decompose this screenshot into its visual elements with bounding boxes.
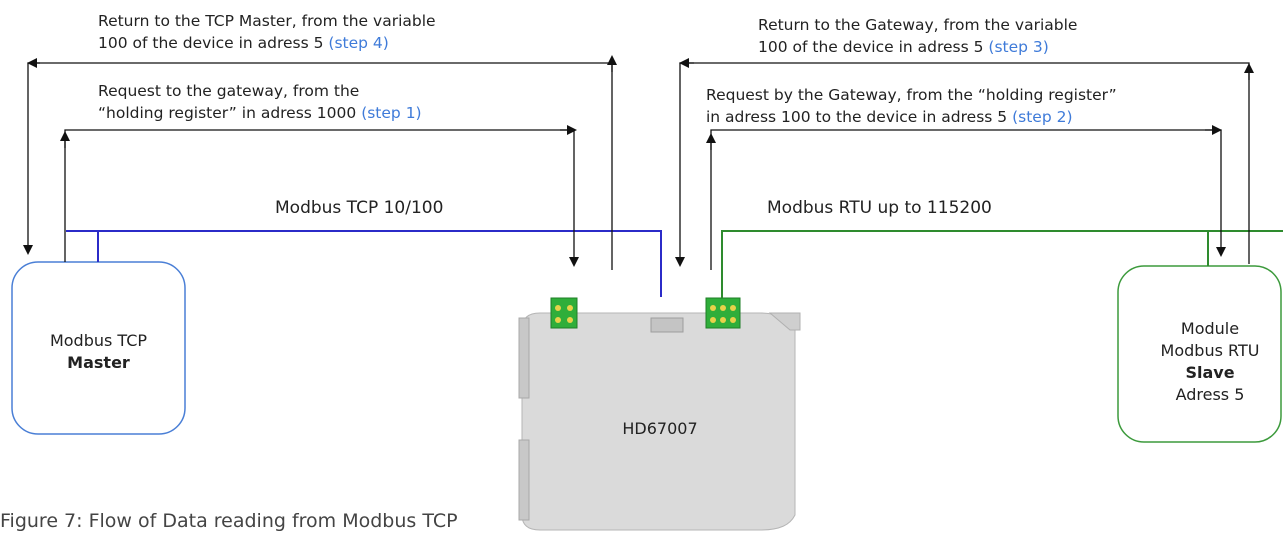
slave-line3: Slave [1185,363,1235,382]
step1-tag: (step 1) [361,104,422,122]
master-line1: Modbus TCP [49,331,148,350]
rtu-bus-label: Modbus RTU up to 115200 [767,198,992,218]
gateway-device [518,297,801,531]
figure-caption: Figure 7: Flow of Data reading from Modb… [0,510,458,532]
request-by-gateway-line1: Request by the Gateway, from the “holdin… [706,86,1117,104]
return-master-label: Return to the TCP Master, from the varia… [98,10,436,54]
step3-tag: (step 3) [988,38,1049,56]
rtu-bus-line [721,230,1283,298]
return-master-line1: Return to the TCP Master, from the varia… [98,12,436,30]
step4-arrow [23,62,613,270]
request-gateway-line2: “holding register” in adress 1000 [98,104,357,122]
slave-label: Module Modbus RTU Slave Adress 5 [1140,318,1280,406]
request-gateway-label: Request to the gateway, from the “holdin… [98,80,422,124]
master-line2: Master [67,353,130,372]
rtu-terminal-icon [705,297,741,329]
request-by-gateway-label: Request by the Gateway, from the “holdin… [706,84,1117,128]
gateway-label: HD67007 [622,419,698,438]
slave-line1: Module [1180,319,1240,338]
step2-tag: (step 2) [1012,108,1073,126]
slave-box [1117,265,1282,443]
master-label: Modbus TCP Master [12,330,185,374]
tcp-bus-label: Modbus TCP 10/100 [275,198,444,218]
return-gateway-line1: Return to the Gateway, from the variable [758,16,1078,34]
request-gateway-line1: Request to the gateway, from the [98,82,360,100]
step2-arrow [710,129,1226,270]
step4-tag: (step 4) [328,34,389,52]
return-gateway-label: Return to the Gateway, from the variable… [758,14,1077,58]
return-master-line2: 100 of the device in adress 5 [98,34,324,52]
slave-line2: Modbus RTU [1160,341,1260,360]
return-gateway-line2: 100 of the device in adress 5 [758,38,984,56]
request-by-gateway-line2: in adress 100 to the device in adress 5 [706,108,1008,126]
step1-arrow [64,129,579,267]
step3-arrow [675,62,1250,267]
tcp-bus-line [66,230,662,297]
slave-line4: Adress 5 [1175,385,1245,404]
tcp-terminal-icon [550,297,578,329]
